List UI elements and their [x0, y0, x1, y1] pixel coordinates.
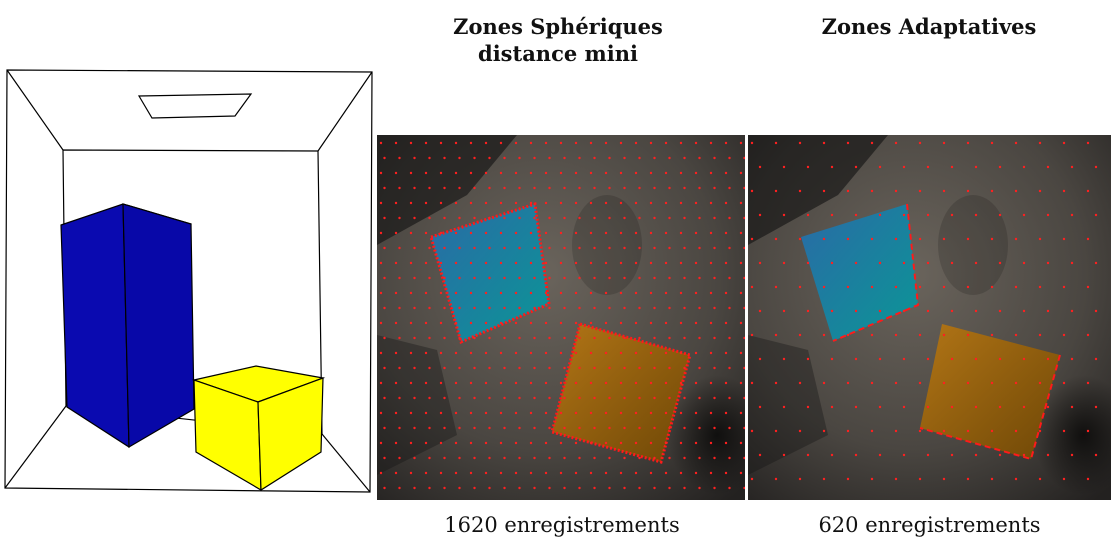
heading-adaptive: Zones Adaptatives: [821, 14, 1037, 39]
render-adaptive-zones: [748, 135, 1111, 500]
sample-points: [750, 141, 1098, 481]
heading-spherical-line2: distance mini: [478, 41, 638, 66]
caption-spherical: 1620 enregistrements: [444, 513, 680, 537]
sample-points: [379, 141, 745, 490]
ceiling-light: [137, 93, 253, 119]
blue-box-top: [801, 204, 918, 341]
heading-spherical: Zones Sphériques distance mini: [378, 13, 738, 67]
tall-box: [60, 203, 195, 449]
scene-schematic: [4, 69, 373, 493]
heading-spherical-line1: Zones Sphériques: [453, 14, 663, 39]
short-box: [191, 365, 326, 492]
render-spherical-zones: [377, 135, 745, 500]
caption-adaptive: 620 enregistrements: [818, 513, 1041, 537]
panel-divider: [745, 135, 748, 500]
orange-box-top: [920, 324, 1060, 459]
